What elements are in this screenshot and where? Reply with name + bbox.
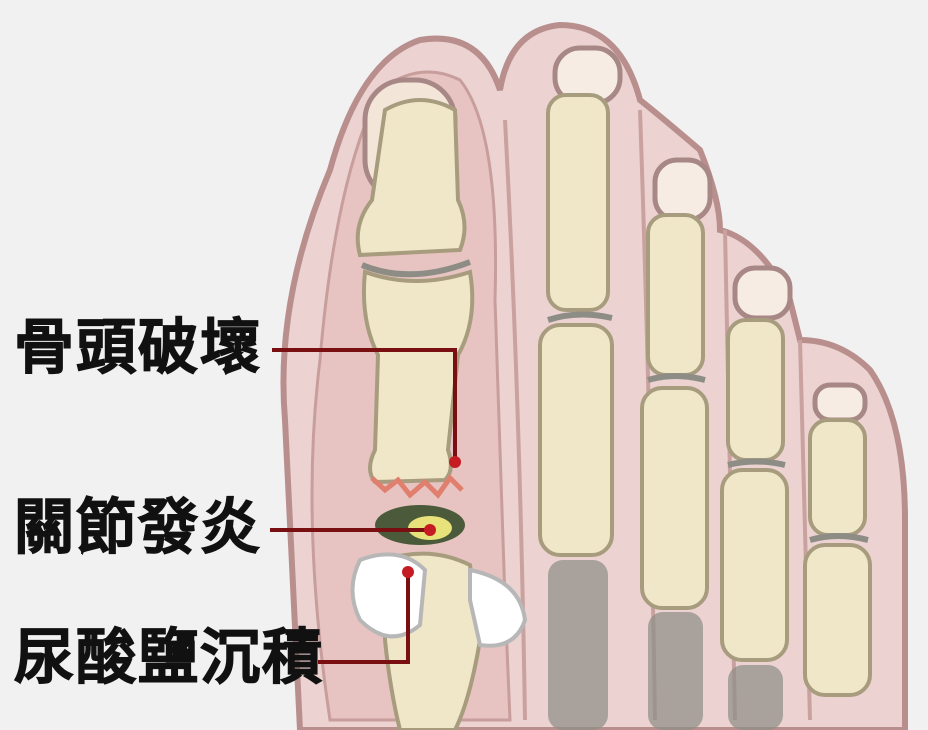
toe-bone <box>805 545 870 695</box>
toenail <box>815 385 865 420</box>
leader-dot <box>402 566 414 578</box>
leader-dot <box>424 524 436 536</box>
toe-bone <box>648 215 703 375</box>
toe-bone <box>642 388 707 608</box>
label-bone-destruction: 骨頭破壞 <box>14 318 262 378</box>
toe-bone <box>728 320 783 460</box>
toe-bone <box>548 560 608 730</box>
joint-gap <box>728 462 785 466</box>
toe-bone <box>728 665 783 730</box>
label-joint-inflammation: 關節發炎 <box>14 498 262 558</box>
toe-bone <box>648 612 703 730</box>
toe-bone <box>548 95 608 310</box>
toe-bone <box>540 325 612 555</box>
toe-bone <box>722 470 787 660</box>
leader-dot <box>449 456 461 468</box>
uric-acid-deposit <box>353 554 426 636</box>
toenail <box>735 268 790 318</box>
toenail <box>655 160 710 220</box>
toe-bone <box>810 420 865 535</box>
label-urate-deposit: 尿酸鹽沉積 <box>14 628 324 688</box>
